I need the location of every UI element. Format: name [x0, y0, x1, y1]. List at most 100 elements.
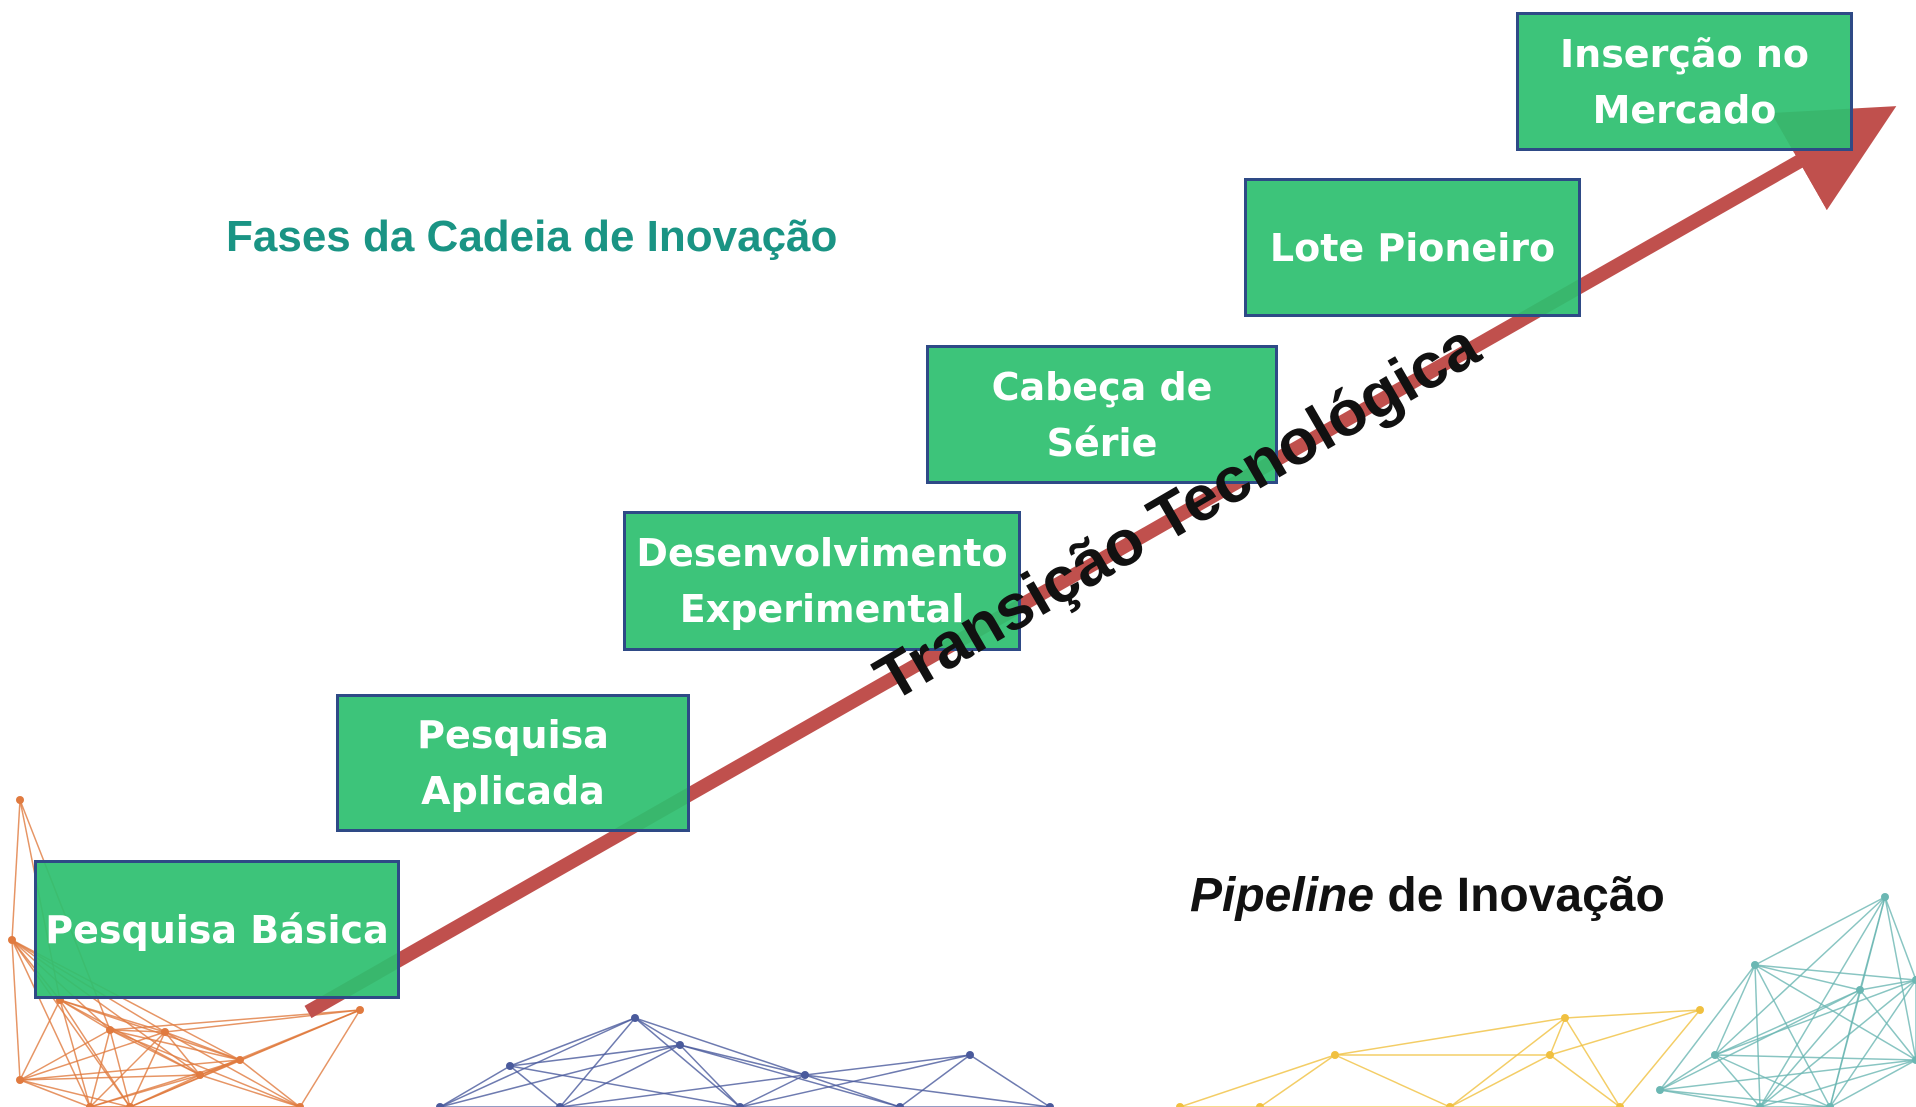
network-node	[16, 796, 24, 804]
network-node	[1446, 1103, 1454, 1107]
network-edge	[679, 1044, 806, 1076]
network-edge	[1659, 1089, 1831, 1107]
network-edge	[164, 1031, 301, 1107]
network-edge	[19, 1079, 131, 1107]
network-edge	[11, 799, 21, 941]
network-node	[896, 1103, 904, 1107]
network-edge	[1714, 979, 1916, 1056]
network-node	[161, 1028, 169, 1036]
network-node	[1176, 1103, 1184, 1107]
stage-cabeca-de-serie: Cabeça de Série	[926, 345, 1278, 484]
stage-pesquisa-basica: Pesquisa Básica	[34, 860, 400, 999]
network-edge	[969, 1054, 1051, 1107]
network-edge	[109, 1029, 131, 1107]
network-node	[1561, 1014, 1569, 1022]
network-edge	[679, 1044, 741, 1107]
network-node	[1711, 1051, 1719, 1059]
network-node	[736, 1103, 744, 1107]
network-edge	[1759, 979, 1916, 1107]
network-edge	[509, 1065, 561, 1107]
network-edge	[634, 1017, 741, 1107]
network-edge	[509, 1065, 741, 1107]
network-node	[631, 1014, 639, 1022]
network-edge	[1334, 1017, 1566, 1056]
network-edge	[89, 1059, 241, 1107]
network-edge	[1754, 964, 1916, 1061]
network-edge	[19, 1059, 241, 1081]
network-node	[1912, 1056, 1916, 1064]
network-edge	[19, 1079, 91, 1107]
network-node	[1912, 976, 1916, 984]
network-edge	[89, 1029, 111, 1107]
network-edge	[804, 1074, 1051, 1107]
network-node	[1546, 1051, 1554, 1059]
network-edge	[679, 1044, 901, 1107]
network-edge	[439, 1044, 681, 1107]
network-edge	[1659, 1059, 1916, 1091]
pipeline-italic: Pipeline	[1190, 869, 1375, 922]
network-edge	[1714, 964, 1756, 1056]
network-node	[676, 1041, 684, 1049]
network-edge	[1564, 1017, 1621, 1107]
network-node	[1856, 986, 1864, 994]
network-edge	[19, 1029, 111, 1081]
network-edge	[129, 1059, 241, 1107]
network-edge	[1659, 964, 1756, 1091]
network-edge	[509, 1017, 636, 1067]
network-edge	[634, 1017, 806, 1076]
stage-pesquisa-aplicada: Pesquisa Aplicada	[336, 694, 690, 832]
network-edge	[559, 1044, 681, 1107]
network-edge	[739, 1054, 971, 1107]
stage-label: Pesquisa Aplicada	[417, 713, 609, 813]
network-edge	[1759, 989, 1861, 1107]
stage-label: Cabeça de Série	[991, 364, 1213, 465]
stage-lote-pioneiro: Lote Pioneiro	[1244, 178, 1581, 317]
network-edge	[439, 1017, 636, 1107]
network-edge	[634, 1017, 681, 1046]
network-edge	[1714, 896, 1886, 1056]
network-node	[8, 936, 16, 944]
stage-label: Pesquisa Básica	[45, 907, 389, 952]
network-edge	[239, 1059, 301, 1107]
network-edge	[1754, 964, 1831, 1107]
network-edge	[164, 1009, 361, 1033]
network-node	[296, 1103, 304, 1107]
network-node	[1331, 1051, 1339, 1059]
network-edge	[1564, 1009, 1701, 1019]
network-edge	[1754, 964, 1861, 991]
network-edge	[299, 1009, 361, 1107]
network-edge	[164, 1031, 241, 1061]
network-node	[1046, 1103, 1054, 1107]
network-node	[356, 1006, 364, 1014]
stage-label: Lote Pioneiro	[1269, 225, 1556, 270]
network-edge	[1829, 979, 1916, 1107]
network-node	[436, 1103, 444, 1107]
network-edge	[1259, 1054, 1336, 1107]
network-node	[236, 1056, 244, 1064]
stage-desenvolvimento-experimental: Desenvolvimento Experimental	[623, 511, 1021, 651]
network-edge	[19, 999, 61, 1081]
stage-label: Desenvolvimento Experimental	[636, 531, 1008, 631]
network-edge	[1659, 1054, 1716, 1091]
network-edge	[1619, 1009, 1701, 1107]
network-edge	[1549, 1017, 1566, 1056]
network-node	[16, 1076, 24, 1084]
pipeline-rest: de Inovação	[1374, 869, 1665, 922]
transition-arrow	[304, 106, 1897, 1019]
network-edge	[1759, 1059, 1916, 1107]
network-node	[1826, 1103, 1834, 1107]
network-edge	[109, 1029, 301, 1107]
network-edge	[804, 1054, 971, 1076]
network-edge	[19, 1074, 201, 1081]
network-edge	[1884, 896, 1916, 981]
network-edge	[59, 999, 241, 1061]
network-node	[106, 1026, 114, 1034]
network-edge	[739, 1074, 806, 1107]
network-edge	[1549, 1054, 1621, 1107]
network-edge	[559, 1074, 806, 1107]
network-edge	[199, 1074, 301, 1107]
network-node	[506, 1062, 514, 1070]
network-edge	[11, 939, 21, 1081]
